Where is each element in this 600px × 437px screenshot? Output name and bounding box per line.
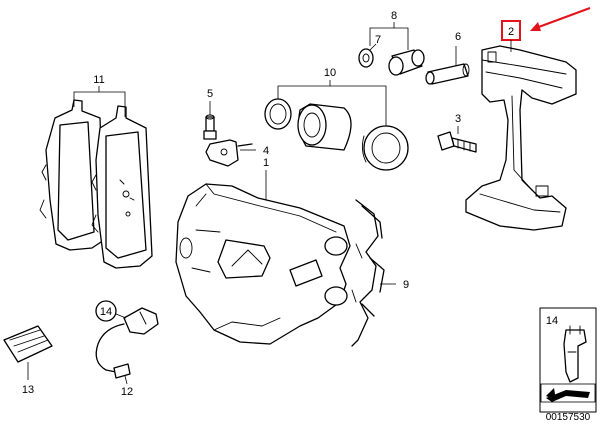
highlight-marker bbox=[501, 7, 591, 41]
callout-6: 6 bbox=[455, 31, 461, 43]
callout-11: 11 bbox=[93, 74, 104, 86]
callout-7: 7 bbox=[375, 34, 381, 46]
callout-14: 14 bbox=[100, 306, 112, 318]
grease-packet-part bbox=[3, 325, 53, 363]
piston-seal-kit-part bbox=[264, 98, 409, 171]
bleeder-screw-part bbox=[203, 114, 217, 140]
callout-5: 5 bbox=[207, 88, 213, 100]
brake-pads-part bbox=[39, 99, 153, 269]
callout-2: 2 bbox=[508, 26, 514, 38]
callout-4: 4 bbox=[263, 145, 269, 157]
callout-10: 10 bbox=[324, 67, 336, 79]
bolt-part bbox=[437, 131, 477, 153]
callout-9: 9 bbox=[403, 279, 409, 291]
guide-pin-part bbox=[425, 63, 470, 85]
callout-8: 8 bbox=[391, 10, 397, 22]
callout-14-circle bbox=[95, 300, 117, 322]
wear-sensor-part bbox=[95, 307, 159, 379]
caliper-carrier-part bbox=[465, 45, 577, 231]
guide-sleeve-part bbox=[358, 48, 425, 76]
bracket-part bbox=[205, 139, 253, 167]
inset-panel: 14 00157530 bbox=[539, 307, 597, 423]
retaining-spring-part bbox=[351, 199, 385, 347]
callout-12: 12 bbox=[121, 386, 133, 398]
inset-label: 14 bbox=[546, 315, 558, 327]
caliper-housing-part bbox=[175, 183, 351, 345]
callout-13: 13 bbox=[22, 384, 34, 396]
callout-3: 3 bbox=[455, 113, 461, 125]
callout-1: 1 bbox=[263, 157, 269, 169]
inset-code: 00157530 bbox=[546, 412, 591, 423]
